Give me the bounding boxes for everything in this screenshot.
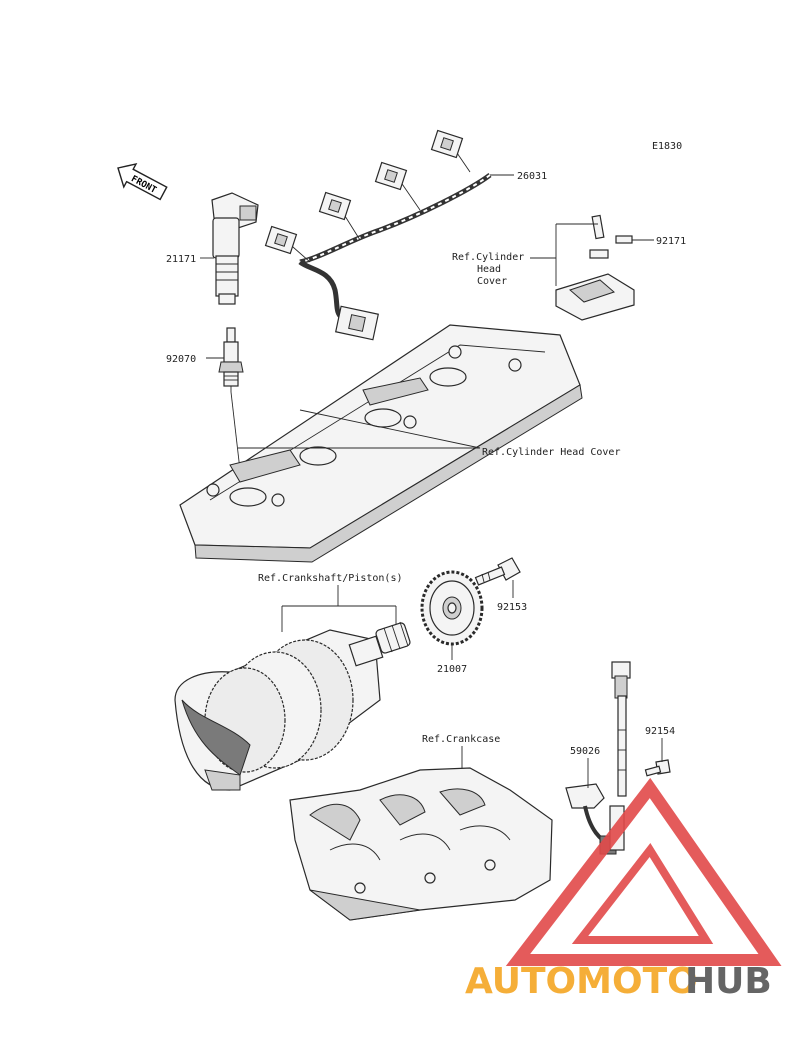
ref-crankshaft: Ref.Crankshaft/Piston(s) bbox=[258, 573, 403, 584]
ref-head-cover-small-2: Head bbox=[477, 264, 501, 275]
connector-1 bbox=[430, 129, 464, 159]
diagram-code: E1830 bbox=[652, 141, 682, 152]
watermark-logo: AUTOMOTO HUB bbox=[465, 777, 782, 1002]
watermark-text-1: AUTOMOTO bbox=[465, 961, 698, 1002]
watermark-text-2: HUB bbox=[685, 961, 772, 1002]
label-92153: 92153 bbox=[497, 602, 527, 613]
connector-2 bbox=[374, 161, 408, 191]
label-92154: 92154 bbox=[645, 726, 675, 737]
label-92171: 92171 bbox=[656, 236, 686, 247]
small-head-cover bbox=[555, 214, 635, 321]
label-92070: 92070 bbox=[166, 354, 196, 365]
timing-rotor bbox=[420, 570, 484, 646]
ref-head-cover-small-3: Cover bbox=[477, 276, 507, 287]
crankshaft bbox=[174, 621, 411, 791]
connector-main bbox=[335, 305, 379, 341]
wire-harness bbox=[264, 129, 492, 341]
crankcase bbox=[289, 767, 553, 921]
cylinder-head-cover bbox=[179, 324, 583, 563]
sensor-bolt bbox=[644, 759, 671, 777]
front-arrow-icon: FRONT bbox=[117, 162, 168, 201]
ignition-coil bbox=[211, 192, 259, 305]
label-59026: 59026 bbox=[570, 746, 600, 757]
label-21171: 21171 bbox=[166, 254, 196, 265]
ref-head-cover: Ref.Cylinder Head Cover bbox=[482, 447, 620, 458]
connector-4 bbox=[264, 225, 298, 255]
rotor-bolt bbox=[474, 557, 521, 586]
ref-crankcase: Ref.Crankcase bbox=[422, 734, 500, 745]
label-26031: 26031 bbox=[517, 171, 547, 182]
ref-head-cover-small-1: Ref.Cylinder bbox=[452, 252, 524, 263]
spark-plug bbox=[218, 327, 244, 392]
label-21007: 21007 bbox=[437, 664, 467, 675]
connector-3 bbox=[318, 191, 352, 221]
